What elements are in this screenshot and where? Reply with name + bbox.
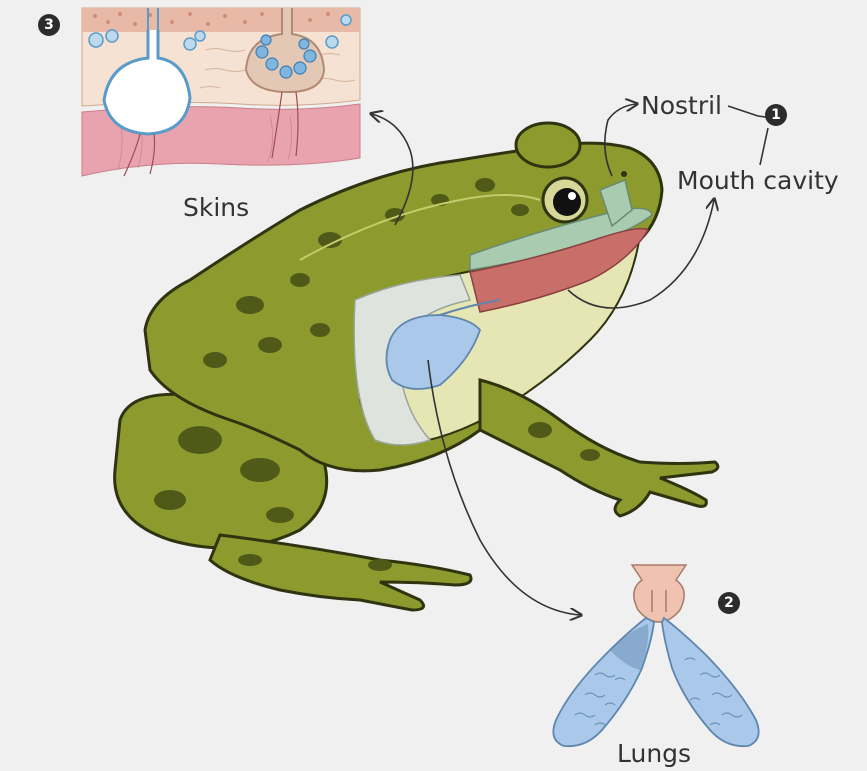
- nostril-label: Nostril: [641, 93, 722, 118]
- badge-2: 2: [718, 592, 740, 614]
- badge-1: 1: [765, 104, 787, 126]
- skin-cross-section: [82, 8, 360, 176]
- mouth-cavity-label: Mouth cavity: [677, 168, 839, 193]
- lungs-label: Lungs: [617, 741, 691, 766]
- skins-label: Skins: [183, 195, 249, 220]
- badge-3: 3: [38, 14, 60, 36]
